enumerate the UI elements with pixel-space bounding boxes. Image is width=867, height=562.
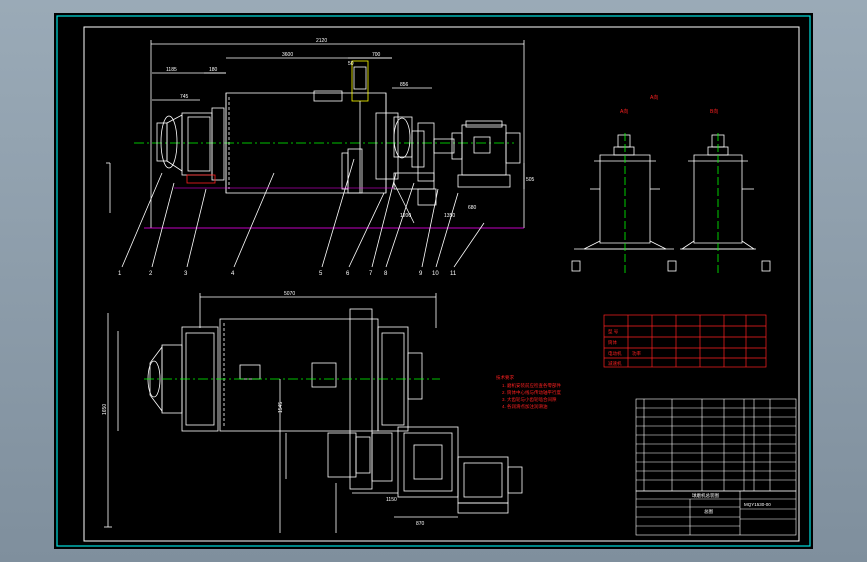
dim-1185: 1185 bbox=[166, 67, 177, 73]
technical-notes: 技术要求 1. 磨机安装前应检查各零部件 2. 筒体中心线与传动轴平行度 3. … bbox=[496, 374, 562, 410]
dim-505: 505 bbox=[526, 177, 535, 183]
drawing-name: 总图 bbox=[704, 508, 713, 515]
dim-745: 745 bbox=[180, 94, 189, 100]
balloon-3: 3 bbox=[184, 271, 188, 277]
dim-1545: 1545 bbox=[278, 402, 284, 413]
dim-1350: 1350 bbox=[444, 213, 455, 219]
elevation-view bbox=[106, 40, 525, 268]
inner-border bbox=[83, 26, 800, 542]
balloon-6: 6 bbox=[346, 271, 350, 277]
part-balloons: 1 2 3 4 5 6 7 8 9 10 11 bbox=[118, 271, 457, 277]
company-name: 球磨机总装图 bbox=[692, 492, 719, 499]
tech-note-4: 4. 各润滑点加注润滑油 bbox=[502, 403, 548, 410]
balloon-1: 1 bbox=[118, 271, 122, 277]
outer-border bbox=[56, 15, 811, 547]
dim-1650: 1650 bbox=[102, 404, 108, 415]
cad-drawing: 2120 3600 700 1185 180 745 856 1200 1350… bbox=[56, 15, 811, 547]
dim-700: 700 bbox=[372, 52, 381, 58]
balloon-9: 9 bbox=[419, 271, 423, 277]
tech-note-2: 2. 筒体中心线与传动轴平行度 bbox=[502, 389, 562, 396]
dim-1150: 1150 bbox=[386, 497, 397, 503]
plan-dimensions: 5070 1650 1545 1150 870 bbox=[102, 291, 425, 527]
dim-2120: 2120 bbox=[316, 38, 327, 44]
dim-870: 870 bbox=[416, 521, 425, 527]
tech-note-1: 1. 磨机安装前应检查各零部件 bbox=[502, 382, 562, 389]
side-view-right-label: B向 bbox=[710, 108, 718, 115]
dim-1200: 1200 bbox=[400, 213, 411, 219]
elevation-dimensions: 2120 3600 700 1185 180 745 856 1200 1350… bbox=[166, 38, 535, 219]
spec-row-1: 型 号 bbox=[608, 328, 619, 335]
dim-680: 680 bbox=[468, 205, 477, 211]
drawing-number: MQY1530-00 bbox=[744, 502, 771, 507]
balloon-11: 11 bbox=[450, 271, 457, 277]
plan-view bbox=[104, 293, 523, 533]
side-views bbox=[571, 133, 771, 273]
drawing-sheet: 2120 3600 700 1185 180 745 856 1200 1350… bbox=[54, 13, 813, 549]
dim-50: 50 bbox=[348, 61, 354, 67]
dim-3600: 3600 bbox=[282, 52, 293, 58]
title-block-text: MQY1530-00 总图 球磨机总装图 bbox=[692, 492, 771, 515]
tech-note-3: 3. 大齿轮与小齿轮啮合间隙 bbox=[502, 396, 557, 403]
spec-table bbox=[603, 314, 767, 368]
spec-row-3b: 功率 bbox=[632, 350, 641, 357]
side-view-left-label: A向 bbox=[620, 108, 628, 115]
side-view-labels: A向 A向 B向 bbox=[620, 94, 718, 115]
balloon-2: 2 bbox=[149, 271, 153, 277]
spec-row-4: 减速机 bbox=[608, 360, 622, 367]
balloon-4: 4 bbox=[231, 271, 235, 277]
parts-list bbox=[635, 398, 797, 492]
side-view-title: A向 bbox=[650, 94, 658, 101]
balloon-7: 7 bbox=[369, 271, 373, 277]
balloon-8: 8 bbox=[384, 271, 388, 277]
balloon-10: 10 bbox=[432, 271, 439, 277]
dim-856: 856 bbox=[400, 82, 409, 88]
dim-180: 180 bbox=[209, 67, 218, 73]
title-block bbox=[635, 490, 797, 536]
tech-notes-title: 技术要求 bbox=[496, 374, 514, 381]
balloon-5: 5 bbox=[319, 271, 323, 277]
dim-5070: 5070 bbox=[284, 291, 295, 297]
spec-table-text: 型 号 筒体 电动机 功率 减速机 bbox=[608, 328, 641, 367]
spec-row-2: 筒体 bbox=[608, 339, 617, 346]
spec-row-3: 电动机 bbox=[608, 350, 622, 357]
